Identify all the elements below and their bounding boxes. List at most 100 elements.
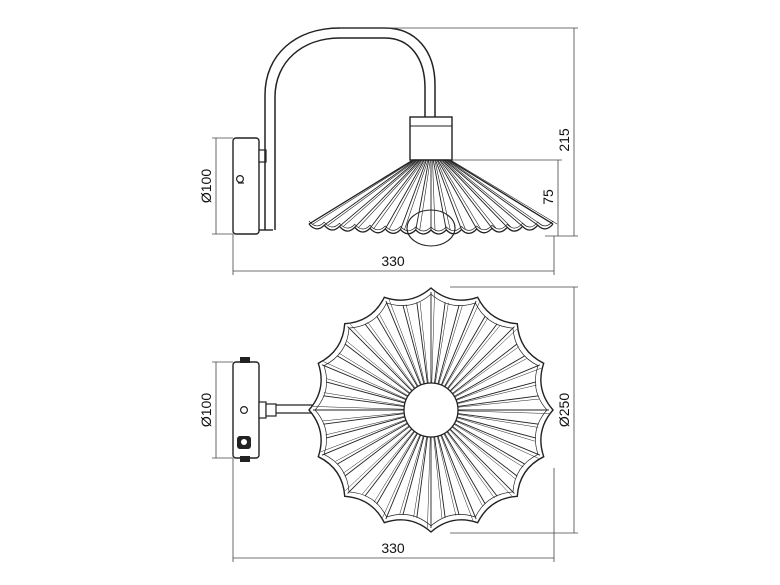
top-shade-rib: [364, 323, 415, 389]
top-shade-rib-fine: [342, 425, 410, 474]
top-shade-rib-fine: [440, 435, 474, 521]
top-shade-rib-fine: [335, 422, 408, 462]
side-shade-rib: [415, 159, 430, 230]
dim-side-330-label: 330: [381, 253, 405, 269]
top-shade-rib-fine: [326, 378, 406, 403]
top-shade-rib-fine: [419, 301, 429, 384]
top-shade-rib: [336, 423, 408, 465]
top-shade-rib-fine: [344, 428, 412, 492]
top-shade-rib: [402, 305, 425, 385]
side-shade-rib-inner: [436, 159, 466, 230]
top-shade-rib-fine: [427, 436, 431, 528]
top-shade-rib: [452, 343, 518, 394]
top-shade-rib-fine: [322, 412, 405, 422]
top-shade-rib-fine: [457, 410, 549, 414]
top-shade-rib-fine: [438, 305, 463, 385]
top-plate-tab-bottom: [240, 456, 250, 462]
top-shade-rib-fine: [323, 392, 405, 406]
side-shade-rib: [432, 159, 447, 230]
dim-250-label: Ø250: [556, 393, 572, 427]
top-shade-rib: [416, 436, 428, 518]
top-shade-rib-fine: [447, 325, 500, 390]
top-shade-rib: [347, 428, 413, 494]
top-shade-rib: [385, 434, 422, 520]
top-view: [232, 287, 554, 533]
top-shade-rib: [344, 343, 410, 394]
top-shade-rib: [326, 416, 406, 439]
side-shade-rib: [448, 159, 554, 225]
top-shade-rib: [454, 355, 526, 397]
side-view-dimensions: 215 75 Ø100 330: [198, 27, 578, 275]
side-shade-rib: [444, 159, 523, 227]
side-shade-scallop: [308, 223, 554, 235]
top-shade-rib: [434, 302, 446, 384]
top-shade-rib: [447, 323, 498, 389]
side-shade-scallop-inner: [308, 220, 554, 232]
top-shade-rib-fine: [436, 436, 457, 516]
side-shade-rib: [354, 159, 421, 228]
side-shade-rib-inner: [343, 159, 420, 227]
top-shade-rib: [440, 300, 477, 386]
top-shade-rib: [434, 436, 446, 518]
side-arm-inner: [274, 37, 426, 230]
top-shade-rib-fine: [455, 420, 539, 459]
top-shade-rib-fine: [346, 341, 411, 394]
top-shade-rib-fine: [446, 431, 495, 499]
top-arm-collar: [258, 401, 267, 419]
top-shade-rib-fine: [444, 317, 489, 388]
top-shade-rib: [444, 315, 486, 387]
side-shade-rib-inner: [432, 159, 436, 231]
top-shade-rib: [321, 419, 407, 456]
side-shade-rib: [446, 159, 539, 226]
side-shade-rib-inner: [328, 159, 417, 226]
top-shade-rib: [440, 434, 477, 520]
dim-top-plate-label: Ø100: [198, 393, 214, 427]
top-shade-rib: [402, 435, 425, 515]
top-shade-rib-fine: [320, 419, 406, 453]
top-arm-collar2: [265, 403, 277, 417]
top-shade-rib: [456, 381, 536, 404]
side-shade-rib: [435, 159, 462, 230]
top-shade-rib-fine: [456, 367, 542, 401]
top-shade-rib: [457, 413, 539, 425]
dim-side-plate-label: Ø100: [198, 169, 214, 203]
side-shade-rib-inner: [448, 159, 542, 226]
side-shade-rib-inner: [419, 159, 431, 230]
top-shade-rib-fine: [457, 414, 539, 428]
top-shade-rib-fine: [456, 417, 536, 442]
top-shade-rib: [444, 433, 486, 505]
top-shade-rib-fine: [457, 398, 540, 408]
top-plate-tab: [240, 357, 250, 363]
top-shade-rib: [364, 431, 415, 497]
top-shade-rib-fine: [382, 434, 421, 518]
top-shade-rib-fine: [450, 328, 518, 392]
top-shade-rib: [323, 413, 405, 425]
top-shade-rib: [321, 364, 407, 401]
top-shade-rib: [323, 395, 405, 407]
top-shade-rib-fine: [457, 384, 537, 405]
side-connector: [258, 149, 267, 163]
top-shade-rib: [449, 428, 515, 494]
top-shade-rib: [385, 300, 422, 386]
top-shade-rib: [437, 305, 460, 385]
side-shade-rib: [400, 159, 427, 230]
side-shade: [308, 159, 558, 235]
top-shade-rib: [454, 423, 526, 465]
side-shade-rib: [437, 159, 478, 230]
side-shade-rib: [339, 159, 418, 227]
top-shade-rib: [457, 395, 539, 407]
top-shade-rib: [326, 381, 406, 404]
top-shade-rib-fine: [443, 433, 483, 506]
top-shade-rib-fine: [451, 426, 516, 479]
top-shade-rib: [455, 364, 541, 401]
top-shade-rib-fine: [325, 415, 405, 436]
top-view-dimensions: Ø250 Ø100 330: [198, 286, 578, 562]
top-shade-rib: [344, 426, 410, 477]
side-view: [232, 27, 558, 247]
dim-top-330-label: 330: [381, 540, 405, 556]
top-shade-rib-fine: [373, 432, 418, 503]
top-shade-rib: [376, 433, 418, 505]
side-shade-rib: [439, 159, 493, 229]
top-shade-rib-fine: [433, 436, 443, 519]
